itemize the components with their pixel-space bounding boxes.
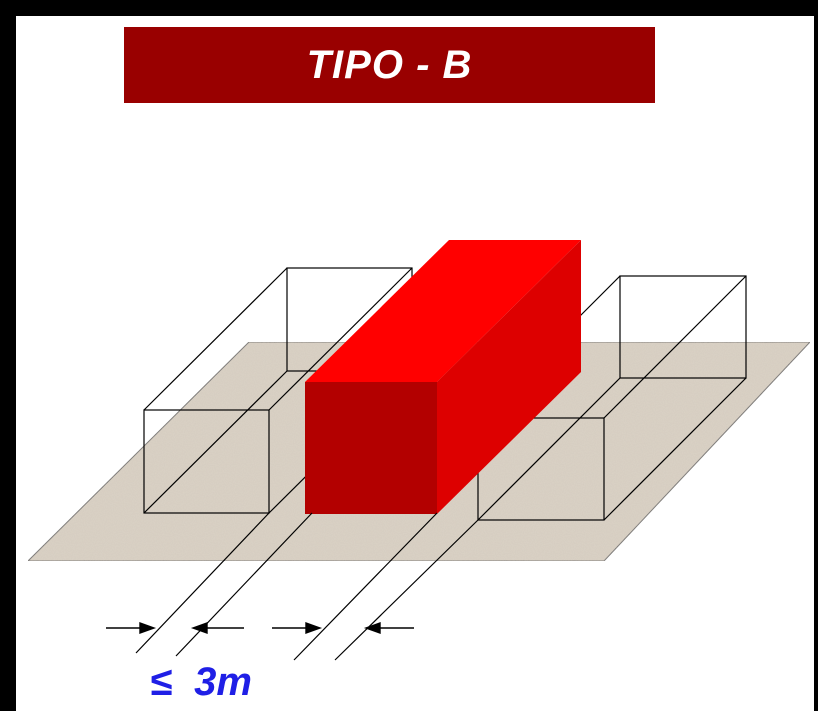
left-neighbour-box [143, 267, 413, 514]
fire-block-top [305, 240, 581, 382]
fire-block-side [437, 240, 581, 514]
arrow-right-icon [139, 622, 157, 634]
arrow-left-icon [190, 622, 208, 634]
dimension-label: ≤ 3m [150, 660, 252, 704]
arrow-left-icon [363, 622, 381, 634]
title-banner: TIPO - B [124, 27, 655, 103]
fire-block [305, 240, 581, 514]
dimension-arrows [106, 622, 414, 634]
fire-block-front [305, 382, 437, 514]
title-text: TIPO - B [306, 42, 473, 87]
dimension-lines [135, 512, 479, 661]
arrow-right-icon [305, 622, 323, 634]
